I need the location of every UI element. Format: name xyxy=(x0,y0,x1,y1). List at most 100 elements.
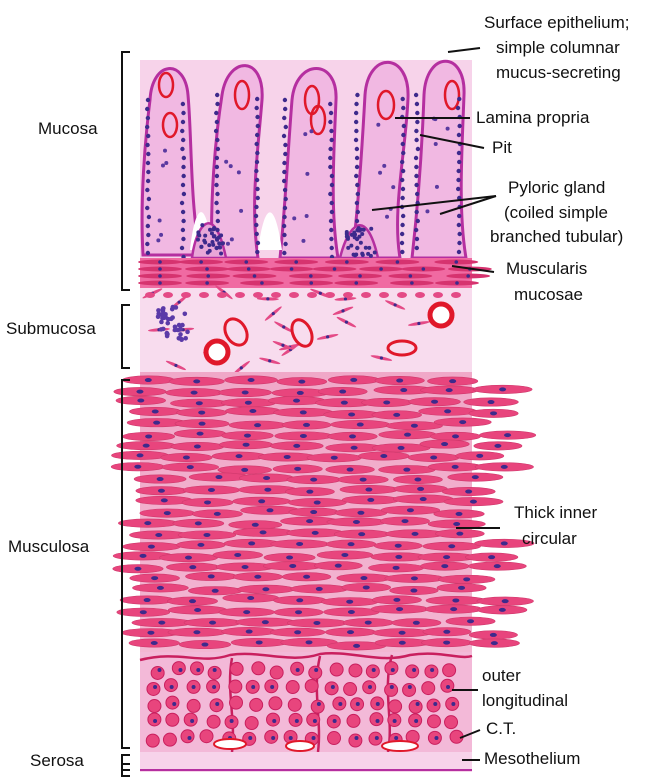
nucleus xyxy=(345,230,349,234)
nucleus xyxy=(449,379,456,383)
nucleus xyxy=(196,238,200,242)
nucleus xyxy=(400,223,404,227)
nucleus xyxy=(254,223,258,227)
nucleus xyxy=(360,252,364,256)
nucleus xyxy=(355,246,359,250)
nucleus xyxy=(196,668,200,672)
nucleus xyxy=(240,366,243,369)
nucleus xyxy=(330,210,334,214)
nucleus xyxy=(328,165,332,169)
nucleus xyxy=(360,478,367,482)
nucleus xyxy=(254,575,261,579)
nucleus xyxy=(456,178,460,182)
lymphocyte xyxy=(174,305,179,310)
cell xyxy=(181,292,191,298)
nucleus xyxy=(263,476,270,480)
nucleus xyxy=(208,488,215,492)
nucleus xyxy=(189,565,196,569)
nucleus xyxy=(226,242,230,246)
nucleus xyxy=(348,412,355,416)
muscle-cross-section xyxy=(305,679,318,692)
nucleus xyxy=(441,442,448,446)
artery xyxy=(430,304,452,326)
nucleus xyxy=(216,210,220,214)
nucleus xyxy=(329,138,333,142)
muscle-cross-section xyxy=(147,682,160,695)
nucleus xyxy=(413,621,420,625)
nucleus xyxy=(145,143,149,147)
nucleus xyxy=(414,156,418,160)
nucleus xyxy=(457,241,461,245)
nucleus xyxy=(206,274,210,278)
nucleus xyxy=(283,98,287,102)
nucleus xyxy=(434,736,438,740)
nucleus xyxy=(456,106,460,110)
nucleus xyxy=(255,142,259,146)
nucleus xyxy=(443,641,450,645)
nucleus xyxy=(185,556,192,560)
nucleus xyxy=(356,702,360,706)
nucleus xyxy=(430,668,434,672)
lymphocyte xyxy=(178,327,183,332)
nucleus xyxy=(422,267,426,271)
nucleus xyxy=(400,250,404,254)
nucleus xyxy=(146,233,150,237)
nucleus xyxy=(330,183,334,187)
nucleus xyxy=(457,160,461,164)
nucleus xyxy=(393,598,400,602)
nucleus xyxy=(246,630,253,634)
nucleus xyxy=(309,281,313,285)
label-serosa: Serosa xyxy=(30,750,84,772)
nucleus xyxy=(400,196,404,200)
nucleus xyxy=(157,586,164,590)
nucleus xyxy=(256,124,260,128)
nucleus xyxy=(488,400,495,404)
nucleus xyxy=(328,120,332,124)
nucleus xyxy=(144,521,151,525)
nucleus xyxy=(393,719,397,723)
nucleus xyxy=(158,489,165,493)
nucleus xyxy=(296,668,300,672)
nucleus xyxy=(341,553,348,557)
nucleus xyxy=(305,172,309,176)
lymphocyte xyxy=(165,321,170,326)
lymphocyte xyxy=(161,313,166,318)
mucosa-bracket xyxy=(122,52,130,290)
nucleus xyxy=(367,498,374,502)
nucleus xyxy=(158,218,162,222)
nucleus xyxy=(350,233,354,237)
nucleus xyxy=(401,133,405,137)
lymphocyte xyxy=(179,337,184,342)
nucleus xyxy=(398,446,405,450)
nucleus xyxy=(357,423,364,427)
muscle-cross-section xyxy=(309,666,322,679)
nucleus xyxy=(255,133,259,137)
nucleus xyxy=(457,151,461,155)
nucleus xyxy=(242,565,249,569)
nucleus xyxy=(394,303,397,306)
nucleus xyxy=(310,478,317,482)
cell xyxy=(271,292,281,298)
nucleus xyxy=(330,201,334,205)
nucleus xyxy=(354,138,358,142)
muscle-cross-section xyxy=(172,662,185,675)
nucleus xyxy=(345,321,348,324)
nucleus xyxy=(211,227,215,231)
nucleus xyxy=(448,544,455,548)
nucleus xyxy=(401,214,405,218)
nucleus xyxy=(399,631,406,635)
nucleus xyxy=(282,233,286,237)
label-thick-inner-circular-1: Thick inner xyxy=(514,502,597,524)
muscle-cross-section xyxy=(311,700,324,713)
nucleus xyxy=(379,267,383,271)
nucleus xyxy=(333,267,337,271)
nucleus xyxy=(456,187,460,191)
cell xyxy=(451,292,461,298)
nucleus xyxy=(401,142,405,146)
nucleus xyxy=(144,598,151,602)
nucleus xyxy=(181,165,185,169)
nucleus xyxy=(329,219,333,223)
nucleus xyxy=(417,322,420,325)
label-pyloric-gland-3: branched tubular) xyxy=(490,226,623,248)
nucleus xyxy=(346,246,350,250)
